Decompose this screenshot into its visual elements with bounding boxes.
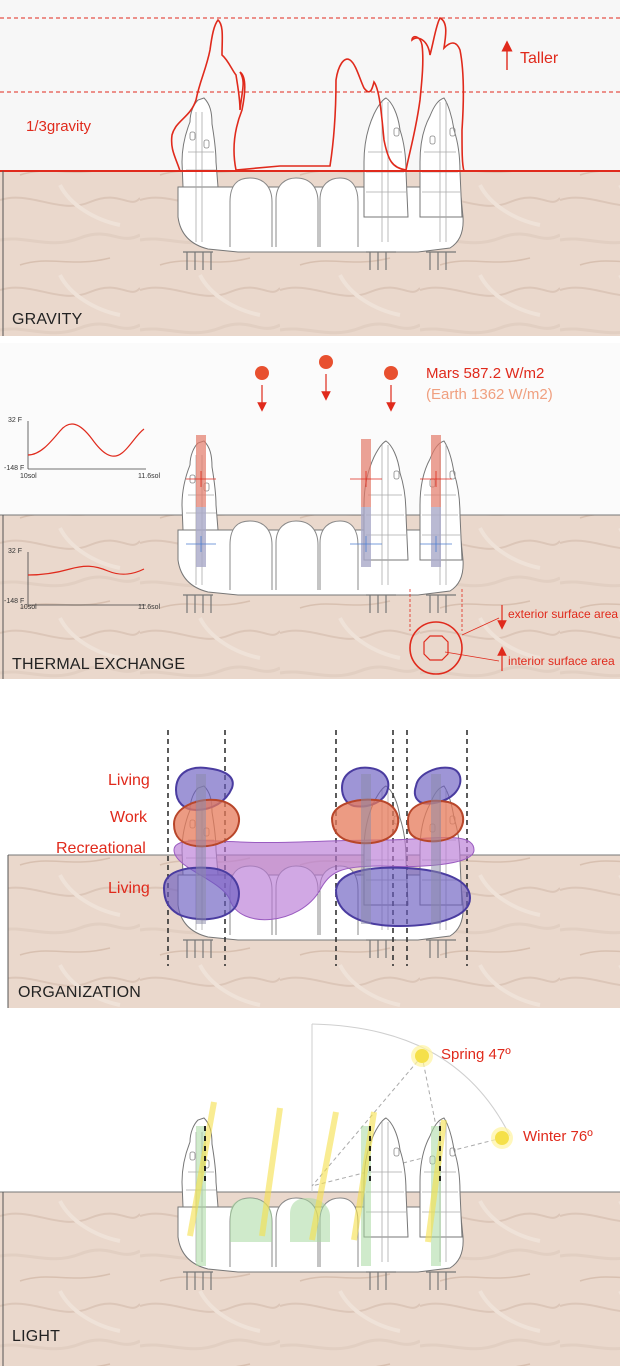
graph-top-ymin: -148 F <box>4 465 24 472</box>
winter-angle-label: Winter 76º <box>523 1128 593 1145</box>
exterior-surface-label: exterior surface area <box>508 607 618 621</box>
sun-winter-icon <box>491 1127 513 1149</box>
living-zone-bottom-right <box>336 868 470 926</box>
gravity-panel: Taller 1/3gravity GRAVITY <box>0 0 620 336</box>
light-panel: Spring 47º Winter 76º LIGHT <box>0 1016 620 1366</box>
interior-surface-label: interior surface area <box>508 654 615 668</box>
label-living-bottom: Living <box>108 880 150 898</box>
taller-label: Taller <box>520 50 558 68</box>
graph-top-ymax: 32 F <box>8 417 22 424</box>
panel-title-light: LIGHT <box>12 1328 60 1346</box>
label-work: Work <box>110 809 147 827</box>
thermal-panel: Mars 587.2 W/m2 (Earth 1362 W/m2) 32 F -… <box>0 343 620 679</box>
graph-bottom-xstart: 10sol <box>20 604 37 611</box>
label-recreational: Recreational <box>56 840 146 858</box>
organization-panel: Living Work Recreational Living ORGANIZA… <box>0 690 620 1008</box>
label-living-top: Living <box>108 772 150 790</box>
panel-title-gravity: GRAVITY <box>12 311 82 329</box>
graph-bottom-ymax: 32 F <box>8 548 22 555</box>
graph-bottom-xend: 11.6sol <box>138 604 160 611</box>
spring-angle-label: Spring 47º <box>441 1046 511 1063</box>
mars-irradiance-label: Mars 587.2 W/m2 <box>426 365 544 382</box>
light-diagram <box>0 1016 620 1366</box>
sun-spring-icon <box>411 1045 433 1067</box>
earth-irradiance-label: (Earth 1362 W/m2) <box>426 386 553 403</box>
graph-top-xstart: 10sol <box>20 473 37 480</box>
gravity-label: 1/3gravity <box>26 118 91 135</box>
panel-title-thermal: THERMAL EXCHANGE <box>12 656 185 674</box>
graph-top-xend: 11.6sol <box>138 473 160 480</box>
panel-title-organization: ORGANIZATION <box>18 984 141 1002</box>
